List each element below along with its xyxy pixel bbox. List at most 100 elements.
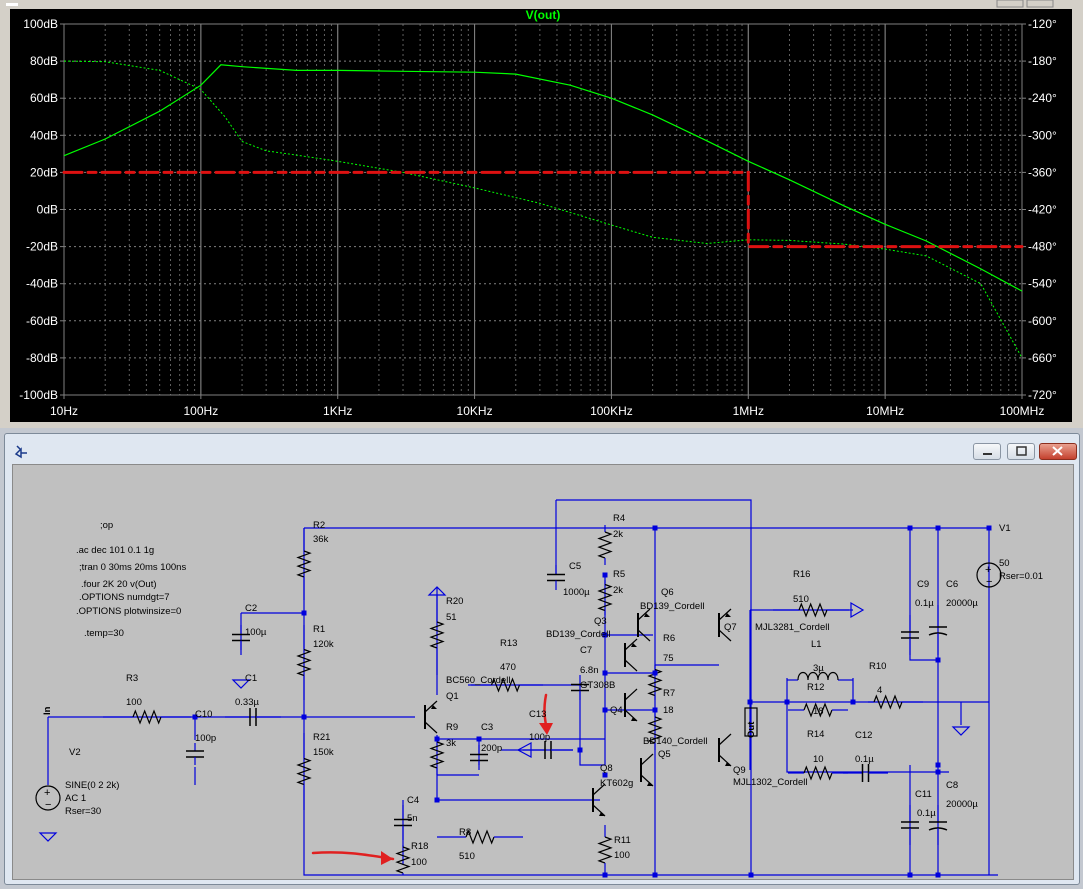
- transistor-Q6[interactable]: [637, 608, 651, 642]
- plot-background: [10, 9, 1072, 422]
- resistor-R20[interactable]: [429, 595, 445, 675]
- capacitor-C8[interactable]: [928, 805, 948, 845]
- component-label: C4: [407, 795, 419, 806]
- spice-directive[interactable]: .ac dec 101 0.1 1g: [76, 545, 154, 556]
- minimize-button[interactable]: [973, 443, 1001, 460]
- transistor-Q4[interactable]: [624, 688, 638, 722]
- resistor-R16[interactable]: [773, 602, 853, 618]
- component-value: 510: [459, 851, 475, 862]
- y2-axis-tick-label: -600°: [1028, 314, 1057, 328]
- schematic-titlebar[interactable]: [5, 434, 1079, 460]
- component-label: Q4: [610, 705, 623, 716]
- phase-trace[interactable]: [63, 60, 1023, 359]
- resistor-R3[interactable]: [103, 709, 191, 725]
- component-label: Q9: [733, 765, 746, 776]
- close-button[interactable]: [1039, 443, 1077, 460]
- trace-title[interactable]: V(out): [526, 8, 561, 22]
- transistor-Q9[interactable]: [718, 733, 732, 767]
- transistor-Q8[interactable]: [592, 783, 606, 817]
- wire: [786, 678, 949, 773]
- resistor-R13[interactable]: [468, 677, 543, 693]
- component-label: Q8: [600, 763, 613, 774]
- supply-arrow-icon: [427, 586, 447, 596]
- spice-directive[interactable]: .temp=30: [84, 628, 124, 639]
- resistor-R2[interactable]: [296, 528, 312, 600]
- voltage-source-V2[interactable]: +−: [35, 785, 61, 811]
- schematic-window[interactable]: +− +− ;op .ac dec 101 0.1 1g ;tran 0 30ms…: [4, 433, 1080, 885]
- restore-icon: [1016, 446, 1027, 456]
- resistor-R4[interactable]: [597, 525, 613, 565]
- component-value: 200p: [481, 743, 502, 754]
- spice-directive[interactable]: .OPTIONS numdgt=7: [79, 592, 170, 603]
- component-value: 470: [500, 662, 516, 673]
- component-label: R16: [793, 569, 810, 580]
- component-label: C3: [481, 722, 493, 733]
- resistor-R18[interactable]: [395, 845, 411, 875]
- capacitor-C10[interactable]: [186, 743, 204, 765]
- capacitor-C13[interactable]: [523, 741, 573, 759]
- component-value: 36k: [313, 534, 329, 545]
- resistor-R6[interactable]: [647, 665, 663, 700]
- voltage-source-V1[interactable]: +−: [976, 562, 1002, 588]
- capacitor-C12[interactable]: [843, 764, 888, 782]
- capacitor-C5[interactable]: [547, 565, 565, 590]
- capacitor-C4[interactable]: [394, 805, 412, 840]
- annotation-arrowhead: [381, 851, 393, 865]
- component-label: Q1: [446, 691, 459, 702]
- resistor-R8[interactable]: [437, 829, 523, 845]
- spice-directive[interactable]: ;tran 0 30ms 20ms 100ns: [79, 562, 186, 573]
- net-label-in: In: [42, 706, 53, 715]
- schematic-canvas[interactable]: +− +− ;op .ac dec 101 0.1 1g ;tran 0 30ms…: [12, 464, 1074, 880]
- capacitor-C9[interactable]: [901, 615, 919, 655]
- plot-restore-button[interactable]: [996, 0, 1024, 8]
- x-axis-tick-label: 100KHz: [590, 404, 633, 418]
- capacitor-C7[interactable]: [571, 675, 589, 700]
- inductor-L1[interactable]: [797, 671, 839, 681]
- transistor-Q3[interactable]: [624, 638, 638, 672]
- component-value: 75: [663, 653, 674, 664]
- component-value: 3k: [446, 738, 456, 749]
- schematic-drawing[interactable]: +− +− ;op .ac dec 101 0.1 1g ;tran 0 30ms…: [13, 465, 1073, 879]
- y2-axis-tick-label: -180°: [1028, 54, 1057, 68]
- resistor-R12[interactable]: [788, 702, 848, 718]
- transistor-Q1[interactable]: [424, 700, 438, 734]
- component-model: BD139_Cordell: [546, 629, 610, 640]
- component-label: R10: [869, 661, 886, 672]
- spice-directive[interactable]: .four 2K 20 v(Out): [81, 579, 157, 590]
- spice-directive[interactable]: ;op: [100, 520, 113, 531]
- bode-plot[interactable]: 100dB80dB60dB40dB20dB0dB-20dB-40dB-60dB-…: [0, 0, 1083, 428]
- schematic-nodes: [192, 525, 992, 878]
- transistor-Q7[interactable]: [718, 608, 732, 642]
- ground-symbol: [38, 832, 58, 842]
- y-axis-tick-label: -40dB: [26, 277, 58, 291]
- schematic-components[interactable]: +− +−: [35, 525, 1002, 875]
- y2-axis-tick-label: -540°: [1028, 277, 1057, 291]
- capacitor-C3[interactable]: [470, 745, 488, 770]
- capacitor-C1[interactable]: [225, 708, 281, 726]
- component-value: 4: [877, 685, 882, 696]
- resistor-R1[interactable]: [296, 625, 312, 700]
- resistor-R5[interactable]: [597, 580, 613, 615]
- junction-node: [602, 632, 608, 638]
- ground-symbol: [231, 679, 251, 689]
- resistor-R11[interactable]: [597, 825, 613, 875]
- component-value: 6.8n: [580, 665, 599, 676]
- component-value: 2k: [613, 529, 623, 540]
- plot-grid: [63, 23, 1023, 396]
- y2-axis-tick-label: -720°: [1028, 388, 1057, 402]
- capacitor-C11[interactable]: [901, 805, 919, 845]
- component-value: 100: [614, 850, 630, 861]
- junction-node: [602, 872, 608, 878]
- resistor-R10[interactable]: [853, 694, 923, 710]
- plot-close-button[interactable]: [1026, 0, 1054, 8]
- magnitude-trace[interactable]: [63, 64, 1023, 292]
- resistor-R21[interactable]: [296, 733, 312, 810]
- spice-directive[interactable]: .OPTIONS plotwinsize=0: [76, 606, 181, 617]
- capacitor-C2[interactable]: [232, 625, 250, 650]
- transistor-Q5[interactable]: [640, 753, 654, 787]
- capacitor-C6[interactable]: [928, 605, 948, 655]
- annotation-arrows: [311, 693, 553, 865]
- component-model: KT602g: [600, 778, 633, 789]
- restore-button[interactable]: [1007, 443, 1035, 460]
